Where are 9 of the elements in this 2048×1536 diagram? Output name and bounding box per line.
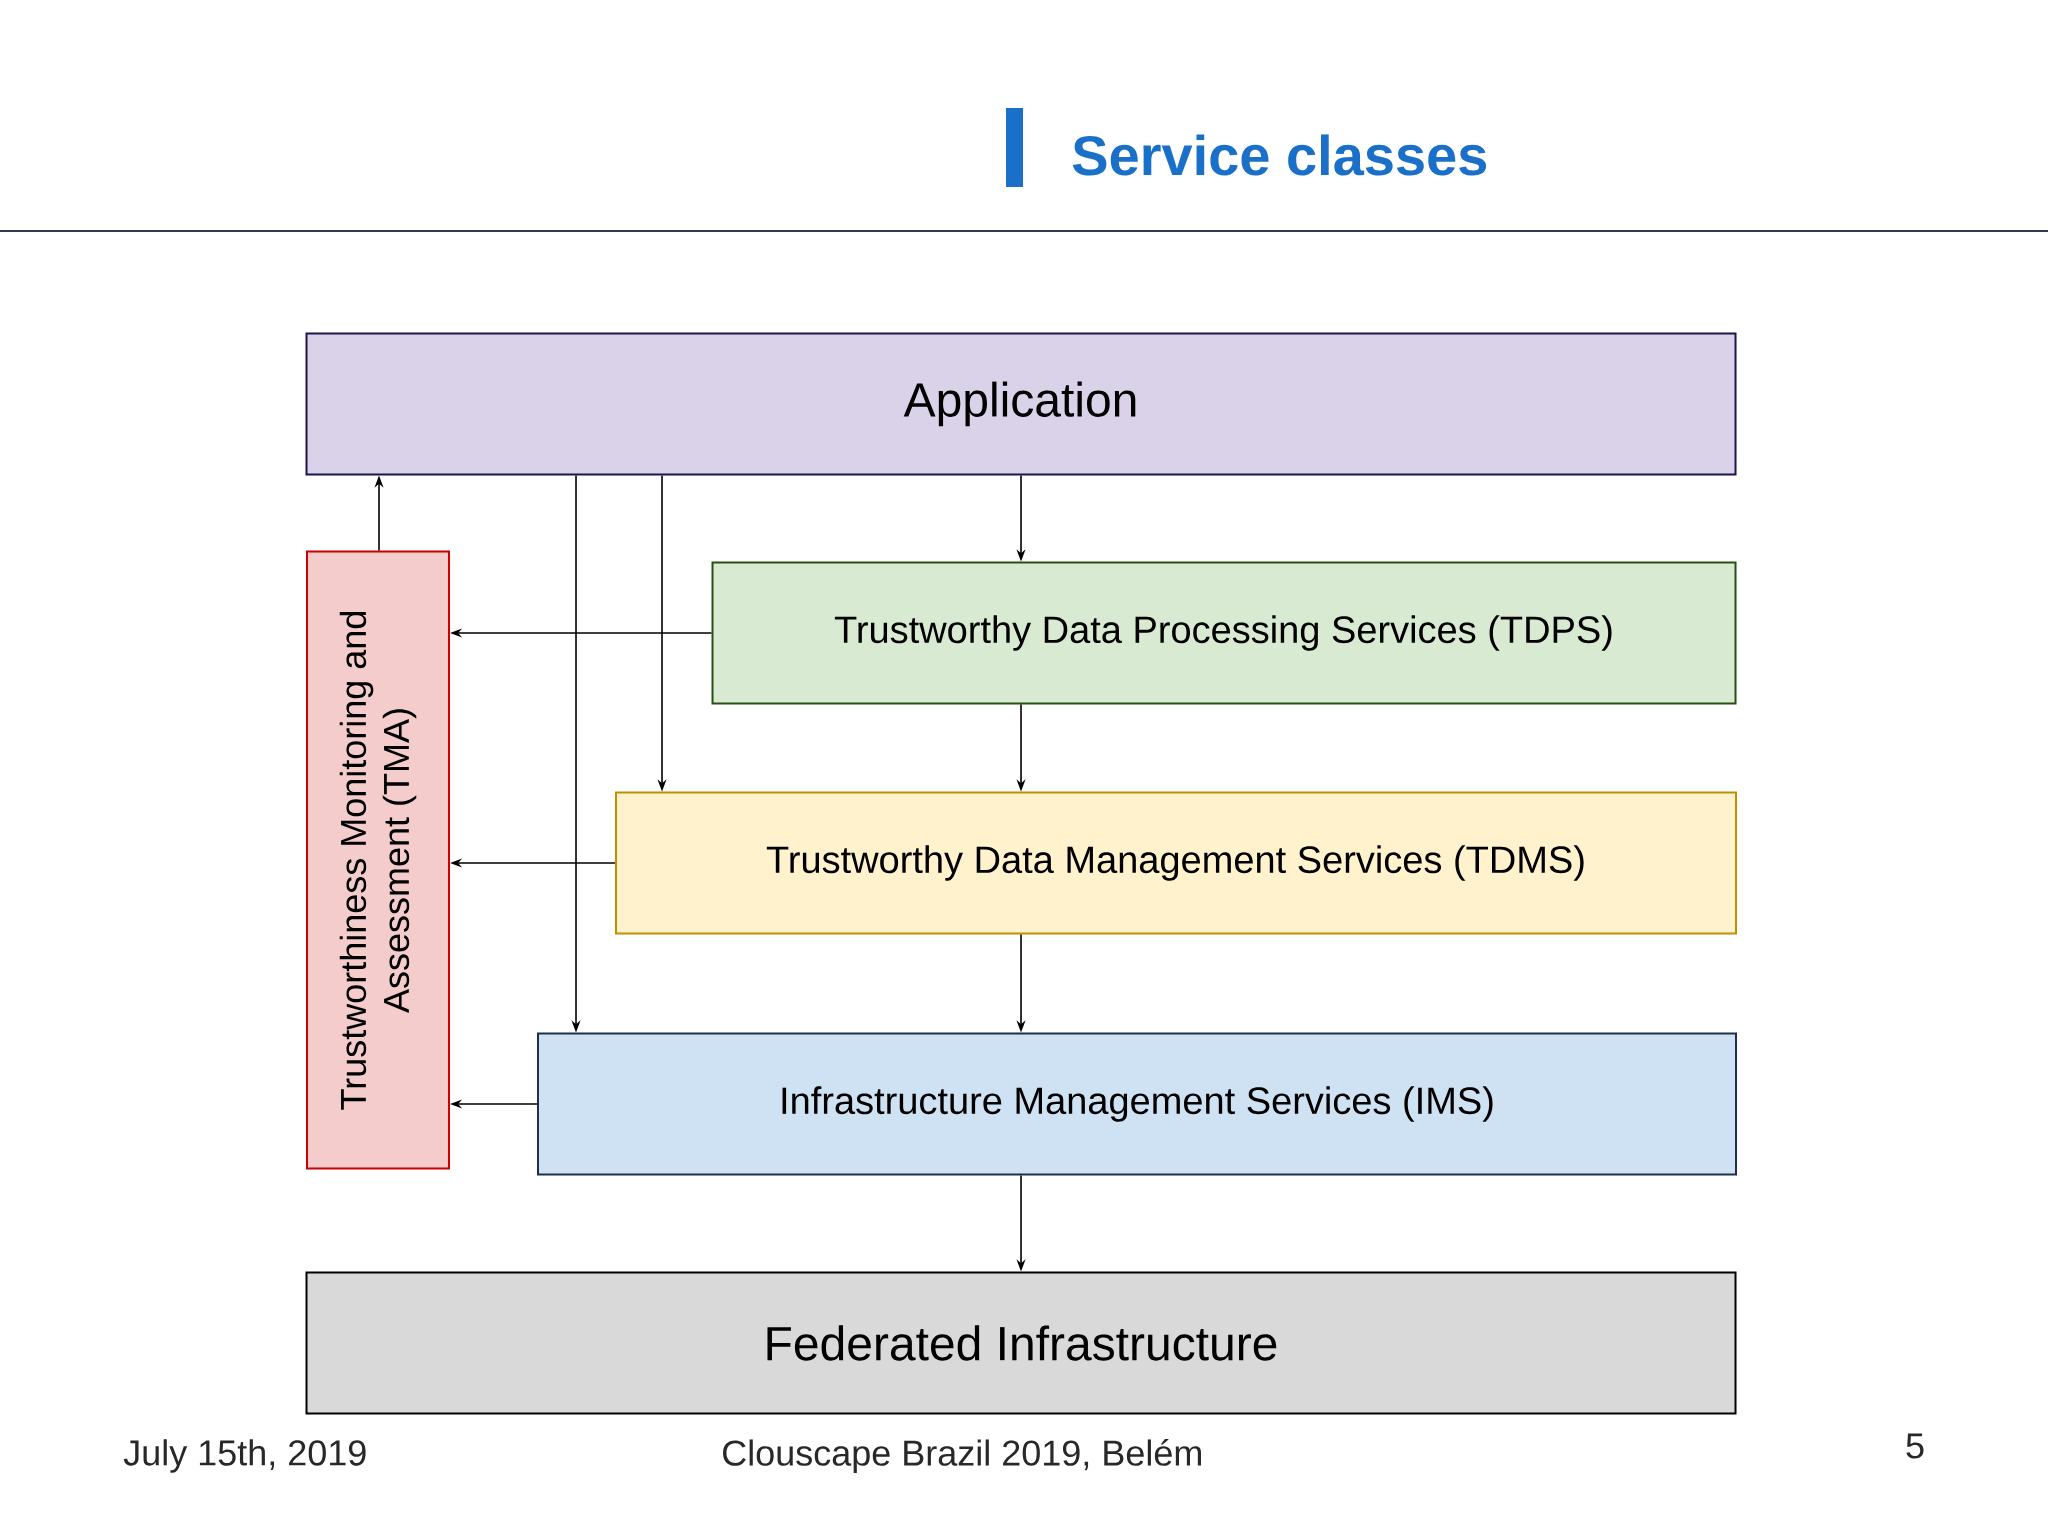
service-box: Federated Infrastructure <box>305 1271 1737 1415</box>
page-number: 5 <box>1906 1433 1924 1459</box>
service-box: Infrastructure Management Services (IMS) <box>537 1032 1737 1176</box>
slide-title: Service classes <box>1006 108 1487 187</box>
service-box: Trustworthy Data Processing Services (TDPS) <box>711 561 1737 705</box>
service-box: Trustworthiness Monitoring and Assessment (TMA) <box>306 550 450 1170</box>
service-box: Application <box>305 332 1737 476</box>
footer-date: July 15th, 2019 <box>123 1439 366 1473</box>
service-box: Trustworthy Data Management Services (TDMS) <box>615 791 1737 935</box>
